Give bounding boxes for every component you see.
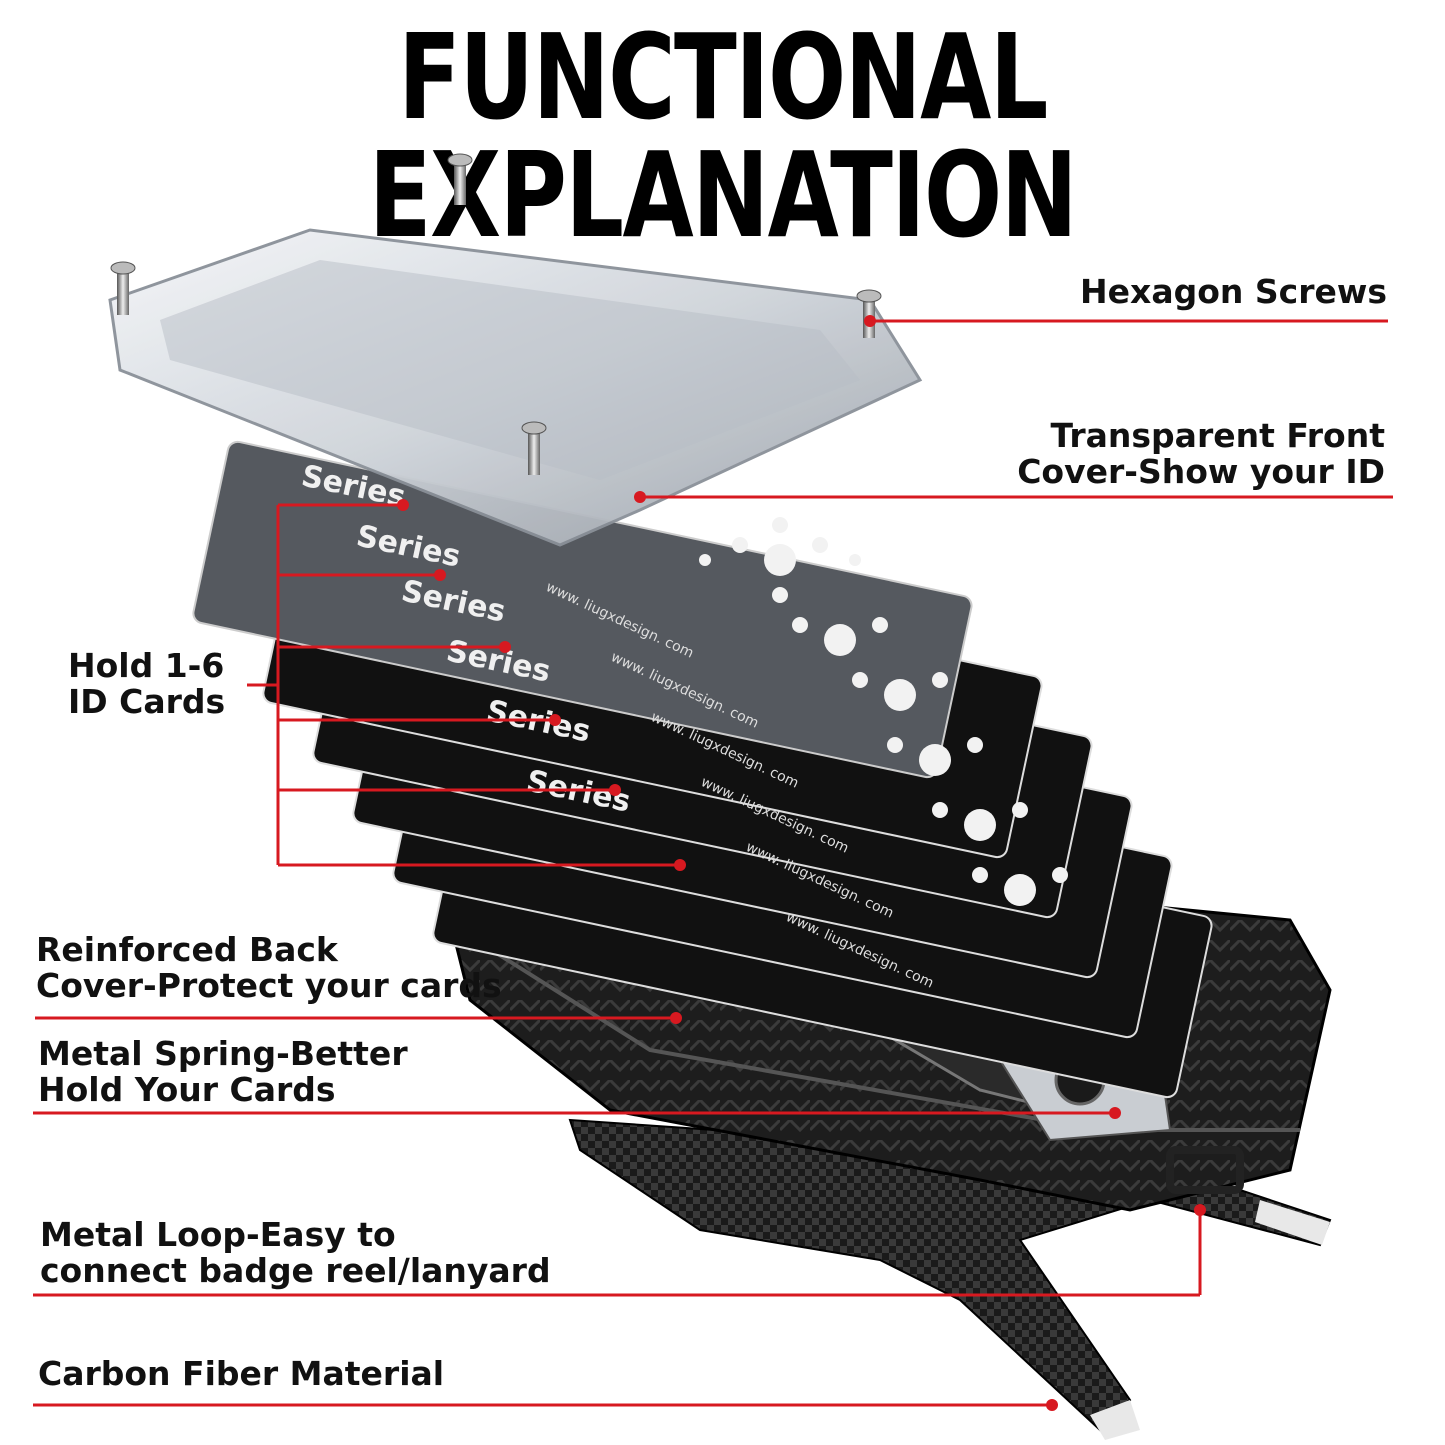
label-spring-line2: Hold Your Cards bbox=[38, 1070, 336, 1109]
transparent-front-cover bbox=[108, 228, 923, 547]
label-front-cover-line1: Transparent Front bbox=[1050, 416, 1385, 455]
metal-loop bbox=[1166, 1146, 1244, 1194]
label-spring-line1: Metal Spring-Better bbox=[38, 1034, 408, 1073]
callout-lines bbox=[33, 319, 1393, 1407]
page-title: FUNCTIONAL EXPLANATION bbox=[368, 8, 1078, 264]
label-loop-line1: Metal Loop-Easy to bbox=[40, 1215, 396, 1254]
callout-dots bbox=[397, 315, 1206, 1411]
label-carbon-fiber: Carbon Fiber Material bbox=[38, 1354, 445, 1393]
label-loop-line2: connect badge reel/lanyard bbox=[40, 1251, 551, 1290]
label-front-cover-line2: Cover-Show your ID bbox=[1017, 452, 1385, 491]
hexagon-screw bbox=[447, 153, 473, 205]
label-back-cover-line2: Cover-Protect your cards bbox=[36, 966, 502, 1005]
label-hold-cards-line2: ID Cards bbox=[68, 682, 226, 721]
label-back-cover-line1: Reinforced Back bbox=[36, 930, 338, 969]
hexagon-screw bbox=[110, 261, 136, 315]
label-hold-cards-line1: Hold 1-6 bbox=[68, 646, 225, 685]
label-hexagon-screws: Hexagon Screws bbox=[1080, 272, 1387, 311]
hexagon-screw bbox=[521, 421, 547, 475]
